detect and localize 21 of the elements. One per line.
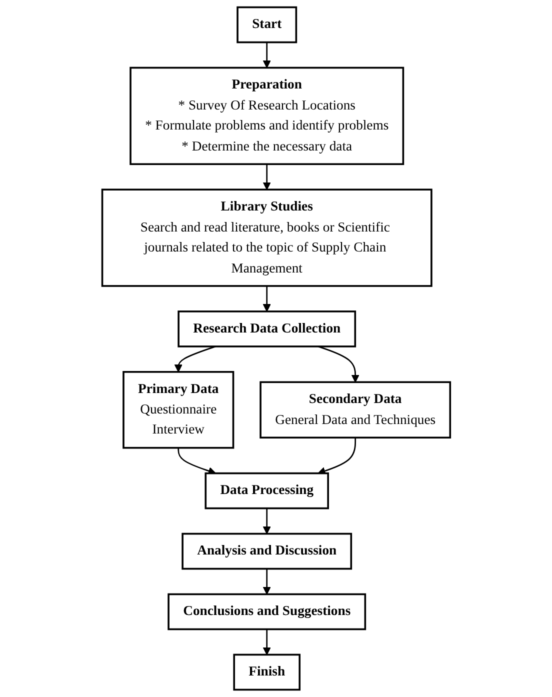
flowchart: Start Preparation * Survey Of Research Locations * Formulate problems and identify problems * Determine the necessary data Library Studies Search and read literature, books or Scientific journals related to the topic of Supply Chain Management Research Data Collection Primary Data Questionnaire Interview Secondary Data General Data and Techniques Data Processing Analysis and Discussion Conclusions and Suggestions Finish xyxy=(94,0,458,697)
arrow xyxy=(318,346,360,382)
arrow xyxy=(174,346,216,372)
node-box xyxy=(232,654,300,691)
node-box xyxy=(167,593,366,630)
node-box xyxy=(204,472,329,510)
arrow xyxy=(262,508,271,534)
arrow xyxy=(177,448,216,475)
arrow xyxy=(318,438,356,475)
node-box xyxy=(129,66,404,166)
arrow xyxy=(262,568,271,595)
arrow xyxy=(262,42,271,68)
arrow xyxy=(262,286,271,312)
node-box xyxy=(236,6,297,44)
node-box xyxy=(177,310,356,348)
node-box xyxy=(101,188,432,287)
node-box xyxy=(122,371,234,449)
node-box xyxy=(259,381,451,439)
node-box xyxy=(181,532,352,570)
arrow xyxy=(262,629,271,656)
arrow xyxy=(262,164,271,190)
